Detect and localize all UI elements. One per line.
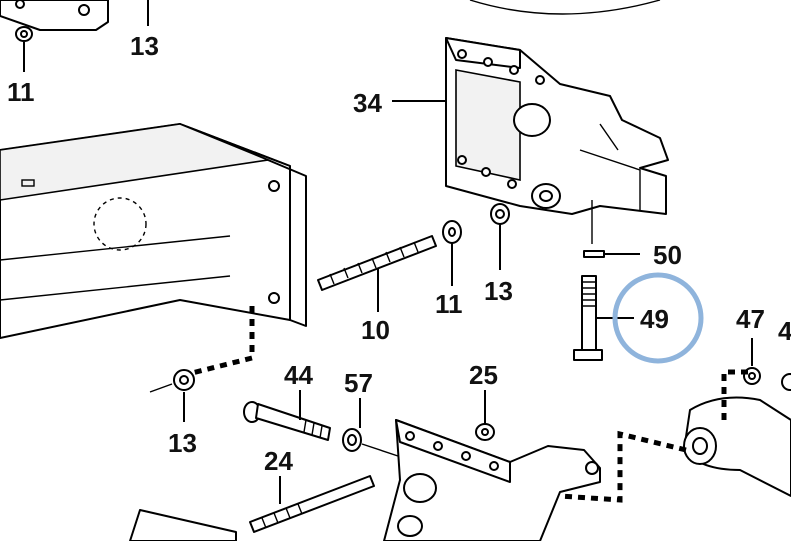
callout-24: 24 — [264, 446, 293, 476]
bolt-24-part — [129, 475, 375, 541]
washer-25-part — [475, 390, 495, 441]
callout-44: 44 — [284, 360, 313, 390]
callout-57: 57 — [344, 368, 373, 398]
callout-34: 34 — [353, 88, 382, 118]
nut-13-low — [149, 369, 195, 422]
lower-bracket-part — [383, 419, 601, 541]
callout-10: 10 — [361, 315, 390, 345]
right-arm-part — [683, 396, 791, 497]
highlight-ring-49 — [612, 272, 704, 364]
washer-11-top — [15, 26, 33, 72]
callout-4-partial: 4 — [778, 316, 791, 346]
nut-13-mid — [490, 203, 510, 270]
callout-50: 50 — [653, 240, 682, 270]
threaded-rod-10 — [317, 235, 437, 312]
callout-47: 47 — [736, 304, 765, 334]
bracket-34-part — [445, 37, 669, 215]
callout-13-low: 13 — [168, 428, 197, 458]
callout-49: 49 — [640, 304, 669, 334]
top-curved-edge — [469, 0, 661, 15]
bolt-44-part — [243, 390, 331, 441]
assembly-dash-line-right — [559, 369, 748, 503]
assembly-dash-line-left — [187, 306, 255, 377]
pin-50-part — [583, 200, 640, 258]
callout-13-top: 13 — [130, 31, 159, 61]
spacer-57-part — [342, 398, 405, 459]
callout-25: 25 — [469, 360, 498, 390]
bolt-49-part — [573, 275, 634, 361]
callout-11-mid: 11 — [435, 289, 463, 319]
callout-11-top: 11 — [7, 77, 35, 107]
washer-11-mid — [442, 220, 462, 286]
frame-beam-part — [0, 123, 307, 339]
top-left-bracket-part — [0, 0, 109, 31]
callout-13-mid: 13 — [484, 276, 513, 306]
